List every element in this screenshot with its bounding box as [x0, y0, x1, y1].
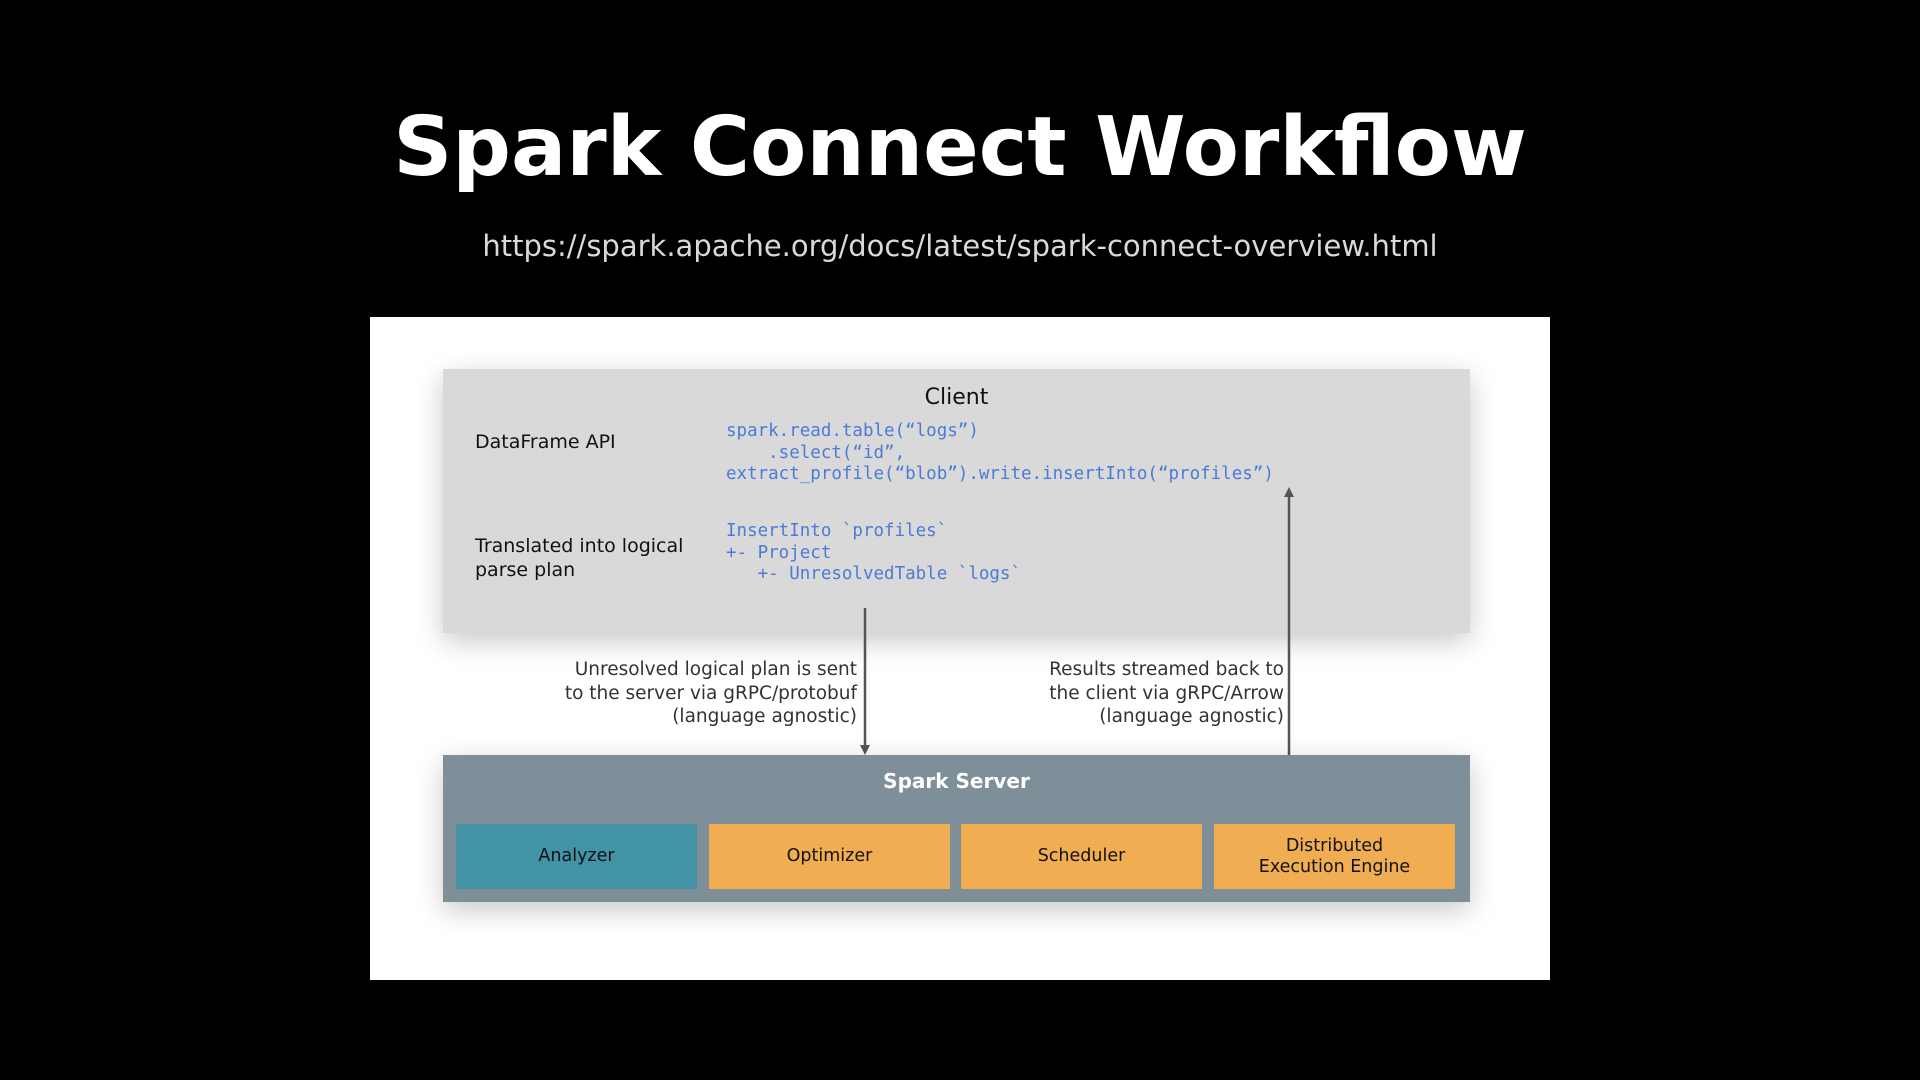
scheduler-box: Scheduler: [961, 824, 1202, 889]
slide-title: Spark Connect Workflow: [393, 100, 1527, 195]
execution-engine-box: Distributed Execution Engine: [1214, 824, 1455, 889]
diagram-panel: Client DataFrame API spark.read.table(“l…: [370, 317, 1550, 980]
flow-arrows: [860, 487, 1294, 755]
analyzer-box: Analyzer: [456, 824, 697, 889]
request-description: Unresolved logical plan is sent to the s…: [564, 659, 857, 727]
logical-plan-code: InsertInto `profiles` +- Project +- Unre…: [726, 521, 1022, 584]
dataframe-api-label: DataFrame API: [475, 431, 616, 453]
spark-server-box: Spark Server Analyzer Optimizer Schedule…: [443, 755, 1470, 902]
optimizer-box: Optimizer: [709, 824, 950, 889]
client-box: Client DataFrame API spark.read.table(“l…: [443, 369, 1470, 633]
slide-url: https://spark.apache.org/docs/latest/spa…: [482, 229, 1438, 263]
server-title: Spark Server: [883, 769, 1030, 793]
logical-plan-label: Translated into logical parse plan: [475, 535, 684, 581]
response-description: Results streamed back to the client via …: [1049, 659, 1284, 727]
dataframe-code: spark.read.table(“logs”) .select(“id”, e…: [726, 421, 1274, 484]
client-title: Client: [924, 385, 989, 410]
